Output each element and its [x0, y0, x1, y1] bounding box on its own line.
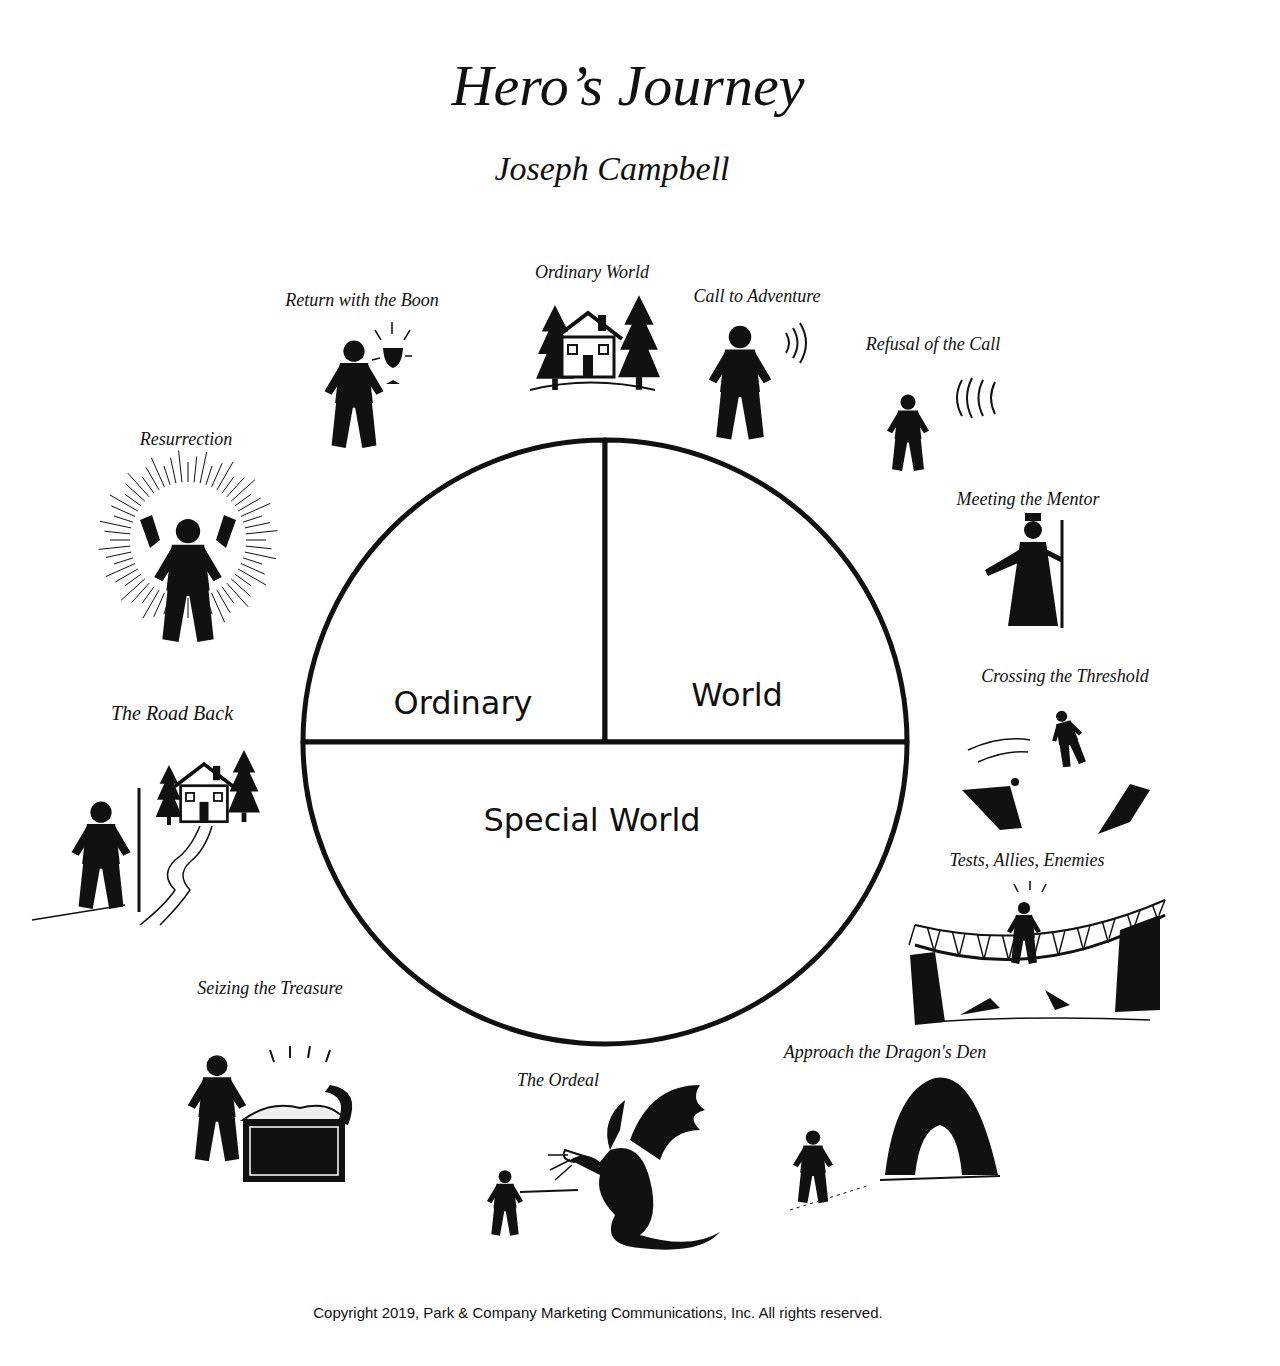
- resurrection-scene: [98, 450, 277, 641]
- region-label: Ordinary: [394, 684, 533, 722]
- stage-label: The Ordeal: [517, 1070, 599, 1091]
- region-label: World: [691, 676, 783, 714]
- treasure-scene: [188, 1046, 352, 1182]
- circle-region: Special World: [303, 742, 907, 1044]
- circle-region: World: [605, 440, 907, 742]
- tests-scene: [909, 881, 1165, 1025]
- stage-label: Crossing the Threshold: [981, 666, 1149, 687]
- ordeal-scene: [487, 1085, 720, 1250]
- approach-scene: [790, 1077, 1000, 1210]
- mentor-scene: [985, 513, 1062, 628]
- stage-label: Seizing the Treasure: [197, 978, 343, 999]
- boon-scene: [325, 322, 413, 448]
- region-label: Special World: [483, 801, 700, 839]
- title: Hero’s Journey: [452, 52, 805, 119]
- threshold-scene: [962, 707, 1150, 834]
- stage-label: Ordinary World: [535, 262, 649, 283]
- stage-label: Call to Adventure: [694, 286, 821, 307]
- caption: Copyright 2019, Park & Company Marketing…: [313, 1304, 882, 1321]
- subtitle: Joseph Campbell: [494, 150, 729, 188]
- circle-region: Ordinary: [303, 440, 605, 742]
- road-back-scene: [32, 750, 260, 925]
- stage-label: Approach the Dragon's Den: [784, 1042, 987, 1063]
- stage-label: Resurrection: [140, 429, 232, 450]
- refusal-scene: [887, 378, 995, 471]
- stage-label: The Road Back: [111, 702, 233, 725]
- stage-label: Tests, Allies, Enemies: [949, 850, 1104, 871]
- stage-label: Return with the Boon: [285, 290, 438, 311]
- stage-label: Meeting the Mentor: [957, 489, 1100, 510]
- region-outline: [303, 742, 907, 1044]
- ordinary-world-scene: [530, 295, 660, 390]
- call-to-adventure-scene: [709, 323, 806, 440]
- stage-label: Refusal of the Call: [866, 334, 1001, 355]
